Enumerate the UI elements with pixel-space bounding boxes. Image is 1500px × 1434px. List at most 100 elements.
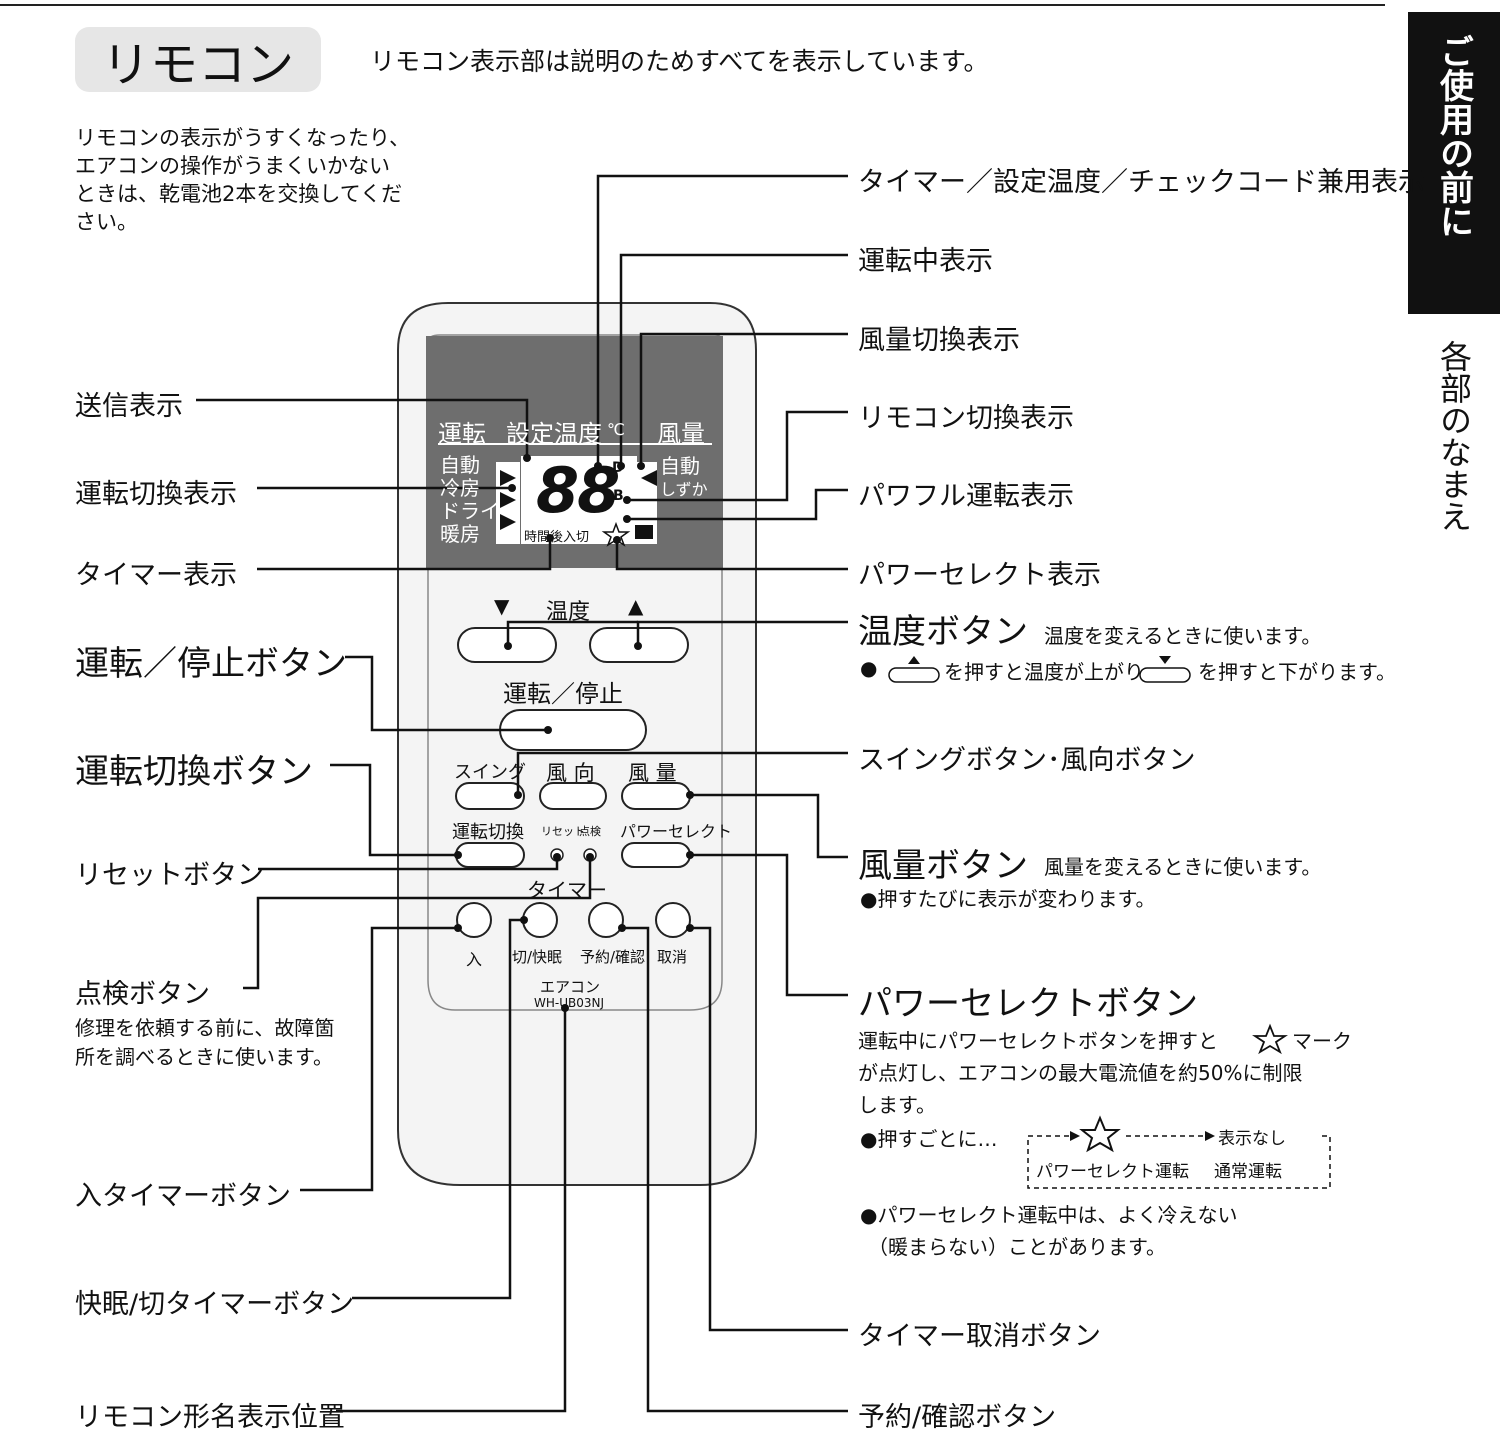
ps-mode-b: 通常運転 (1214, 1162, 1282, 1182)
label-cancel-button: タイマー取消ボタン (858, 1321, 1101, 1352)
battery-note: リモコンの表示がうすくなったり、 エアコンの操作がうまくいかない ときは、乾電池… (75, 124, 435, 236)
timer-sleep-label: 切/快眠 (512, 948, 563, 966)
lcd-header-run: 運転 (438, 420, 486, 448)
reserve-button (588, 902, 624, 938)
label-on-timer-button: 入タイマーボタン (75, 1181, 291, 1212)
mini-down-button-icon (1139, 667, 1191, 683)
note-line: リモコンの表示がうすくなったり、 (75, 126, 411, 150)
label-mode-display: 運転切換表示 (75, 479, 237, 510)
mode-label: 運転切換 (452, 822, 524, 843)
ps-desc-1b: マーク (1292, 1029, 1352, 1053)
power-select-button (621, 842, 691, 868)
mini-up-button-icon (888, 667, 940, 683)
lcd-fan-mode: しずか (660, 480, 708, 499)
lcd-mode: 自動 (440, 453, 480, 477)
fan-indicator-icon (641, 470, 657, 486)
check-desc-line: 修理を依頼する前に、故障箇 (75, 1016, 335, 1040)
label-fan-button: 風量ボタン (858, 846, 1028, 886)
label-power-select-display: パワーセレクト表示 (858, 560, 1101, 591)
temp-label: 温度 (546, 600, 591, 625)
label-temp-button: 温度ボタン (858, 612, 1028, 652)
label-sleep-timer-button: 快眠/切タイマーボタン (75, 1289, 355, 1320)
label-mode-button: 運転切換ボタン (75, 752, 313, 792)
label-remote-switch: リモコン切換表示 (858, 403, 1074, 434)
label-reset-button: リセットボタン (75, 860, 264, 891)
label-run-stop-button: 運転／停止ボタン (75, 644, 347, 684)
on-timer-button (456, 902, 492, 938)
temp-bullet: ● (860, 656, 878, 680)
mode-button (455, 842, 525, 868)
label-running: 運転中表示 (858, 246, 993, 277)
swing-label: スイング (454, 762, 526, 783)
lcd-header-unit: ℃ (607, 420, 625, 439)
label-fan-display: 風量切換表示 (858, 325, 1020, 356)
ps-mode-a: パワーセレクト運転 (1036, 1162, 1189, 1182)
cycle-star-icon (1079, 1115, 1121, 1153)
sleep-timer-button (522, 902, 558, 938)
tab-part-names[interactable]: 各部のなまえ (1435, 340, 1473, 532)
ps-desc-1: 運転中にパワーセレクトボタンを押すと (858, 1029, 1218, 1053)
direction-label: 風 向 (546, 761, 595, 785)
tab-before-use[interactable]: ご使用の前に (1408, 12, 1500, 314)
label-timer-temp-check: タイマー／設定温度／チェックコード兼用表示 (858, 167, 1425, 198)
reset-label: リセット (541, 825, 585, 838)
timer-on-label: 入 (466, 950, 483, 969)
lcd-digits: 88 (536, 454, 620, 527)
fan-button-desc: 風量を変えるときに使います。 (1044, 855, 1322, 879)
check-desc-line: 所を調べるときに使います。 (75, 1045, 333, 1069)
swing-button (455, 782, 525, 810)
direction-button (539, 782, 607, 810)
timer-reserve-label: 予約/確認 (580, 948, 646, 966)
ps-desc-3: します。 (858, 1093, 936, 1117)
temp-bullet-a: を押すと温度が上がり (944, 660, 1144, 684)
label-check-button: 点検ボタン (75, 979, 210, 1010)
label-model-position: リモコン形名表示位置 (75, 1402, 345, 1433)
note-line: ときは、乾電池2本を交換してくだ (75, 182, 403, 206)
label-power-select-button: パワーセレクトボタン (858, 984, 1198, 1024)
inline-star-icon (1252, 1023, 1288, 1055)
top-rule (0, 4, 1385, 6)
timer-cancel-label: 取消 (657, 948, 688, 966)
temp-button-desc: 温度を変えるときに使います。 (1044, 624, 1322, 648)
label-send-display: 送信表示 (75, 391, 183, 422)
lcd-fan-mode: 自動 (660, 454, 700, 478)
lcd-mode: 冷房 (440, 476, 480, 500)
label-powerful: パワフル運転表示 (858, 481, 1074, 512)
note-line: さい。 (75, 210, 138, 234)
fan-bullet: ●押すたびに表示が変わります。 (860, 887, 1156, 911)
lcd-header-fan: 風量 (657, 420, 705, 448)
brand-label: エアコン (540, 978, 601, 996)
temp-down-arrow: ▼ (494, 594, 510, 618)
intro-text: リモコン表示部は説明のためすべてを表示しています。 (370, 47, 989, 76)
temp-bullet-b: を押すと下がります。 (1198, 660, 1396, 684)
timer-label: タイマー (527, 878, 607, 902)
label-reserve-button: 予約/確認ボタン (858, 1402, 1057, 1433)
ps-desc-2: が点灯し、エアコンの最大電流値を約50%に制限 (858, 1061, 1303, 1085)
ps-cycle-label: ●押すごとに… (860, 1127, 998, 1151)
power-select-cycle (1027, 1135, 1331, 1189)
cancel-button (655, 902, 691, 938)
lcd-fan-list: 自動 しずか (660, 454, 708, 502)
label-swing-button: スイングボタン･風向ボタン (858, 745, 1196, 776)
lcd-timer-row: 時間後入切 (524, 530, 590, 545)
ps-note-1: ●パワーセレクト運転中は、よく冷えない (860, 1203, 1238, 1227)
note-line: エアコンの操作がうまくいかない (75, 154, 390, 178)
fan-label: 風 量 (628, 761, 677, 785)
label-timer-display: タイマー表示 (75, 560, 237, 591)
power-select-label: パワーセレクト (620, 822, 733, 841)
lcd-mode-list: 自動 冷房 ドライ 暖房 (440, 454, 500, 546)
mode-indicator-icon (500, 470, 516, 486)
lcd-mode: 暖房 (440, 522, 480, 546)
check-label: 点検 (579, 825, 601, 838)
model-label: WH-UB03NJ (534, 996, 605, 1010)
run-stop-label: 運転／停止 (503, 680, 623, 708)
lcd-code-b: B (613, 488, 624, 504)
lcd-header-temp: 設定温度 (506, 420, 602, 448)
ps-no-display: 表示なし (1218, 1129, 1286, 1149)
fan-level-bar (635, 525, 653, 539)
check-button-desc: 修理を依頼する前に、故障箇 所を調べるときに使います。 (75, 1014, 334, 1072)
temp-up-arrow: ▲ (628, 594, 644, 618)
section-title: リモコン (75, 27, 321, 93)
lcd-code-letter: D (612, 460, 624, 476)
